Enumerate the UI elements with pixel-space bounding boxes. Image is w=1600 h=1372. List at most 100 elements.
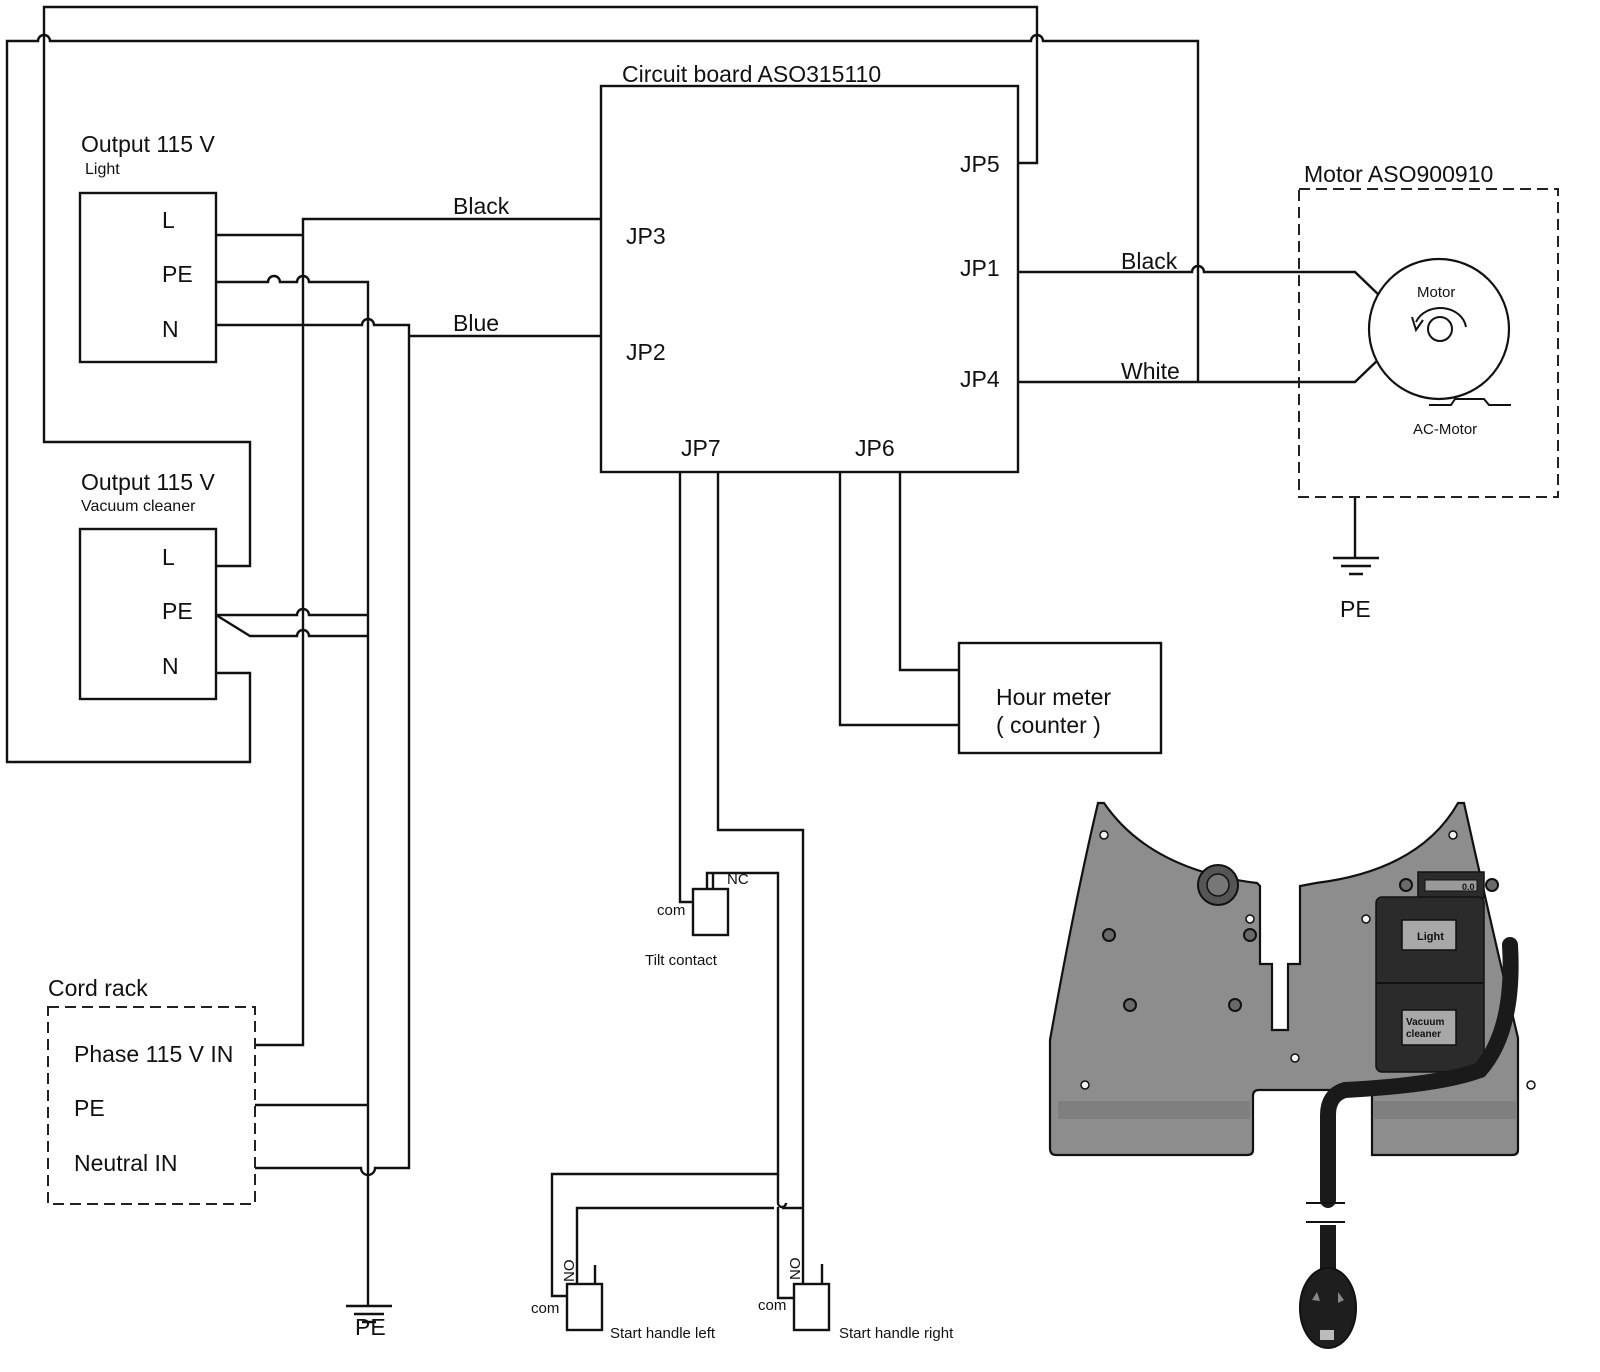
wire-label-jp3: Black xyxy=(453,193,510,219)
motor-enclosure xyxy=(1298,188,1559,498)
wire-handle-left-no xyxy=(575,1206,803,1287)
panel-light-label: Light xyxy=(1417,931,1444,943)
wire-label-jp1: Black xyxy=(1121,248,1178,274)
hour-meter-line2: ( counter ) xyxy=(996,712,1101,738)
panel-vacuum-label-1: Vacuum xyxy=(1406,1017,1444,1028)
panel-meter-readout: 0.0 xyxy=(1462,882,1475,892)
output-vacuum-terminal-L: L xyxy=(162,544,175,570)
screw-icon xyxy=(1102,928,1116,942)
screw-icon xyxy=(1123,998,1137,1012)
plug-ground-pin-icon xyxy=(1320,1330,1334,1340)
start-handle-left: com NO Start handle left xyxy=(531,1260,716,1343)
start-handle-right-no: NO xyxy=(787,1258,804,1281)
output-light-title: Output 115 V xyxy=(81,131,215,157)
start-handle-right-box xyxy=(792,1282,831,1332)
screw-icon xyxy=(1399,878,1413,892)
start-handle-left-com: com xyxy=(531,1300,559,1317)
connector-jp3: JP3 xyxy=(626,223,666,249)
tilt-contact-com: com xyxy=(657,902,685,919)
tilt-contact-box xyxy=(691,887,730,937)
circuit-board: Circuit board ASO315110 JP5 JP3 JP1 JP2 … xyxy=(599,61,1020,474)
mount-hole xyxy=(1099,830,1109,840)
tilt-contact: com NC Tilt contact xyxy=(645,871,749,969)
motor-circle-icon xyxy=(1367,257,1511,401)
cord-rack-enclosure xyxy=(47,1006,256,1205)
rotation-arrow-icon xyxy=(1415,306,1467,328)
tilt-contact-nc: NC xyxy=(727,871,749,888)
screw-icon xyxy=(1243,928,1257,942)
wire-jp7-com xyxy=(678,472,693,904)
mount-hole xyxy=(1245,914,1255,924)
start-handle-left-box xyxy=(565,1282,604,1332)
ground-symbol-left xyxy=(346,1304,392,1324)
wire-jp6-a xyxy=(898,472,959,672)
wire-jp7-b xyxy=(716,472,805,1284)
wire-jp3-black xyxy=(255,217,601,1047)
wire-vacuum-PE-2 xyxy=(215,613,368,638)
wire-vacuum-PE-1 xyxy=(216,607,368,617)
wires xyxy=(5,5,1382,1324)
mount-hole xyxy=(1080,1080,1090,1090)
output-light-box xyxy=(78,191,218,364)
cord-rack-terminal-pe: PE xyxy=(74,1095,105,1121)
wire-outer-loop xyxy=(5,33,1200,764)
output-vacuum-subtitle: Vacuum cleaner xyxy=(81,498,196,515)
output-light-subtitle: Light xyxy=(85,161,120,178)
cord-rack-title: Cord rack xyxy=(48,975,148,1001)
cord-rack-terminal-phase: Phase 115 V IN xyxy=(74,1041,233,1067)
mount-hole xyxy=(1448,830,1458,840)
start-handle-right: com NO Start handle right xyxy=(758,1258,954,1343)
cable-gland-inner xyxy=(1206,873,1230,897)
panel-meter-display xyxy=(1424,879,1478,892)
mount-hole xyxy=(1361,914,1371,924)
wire-light-PE xyxy=(216,274,370,1306)
cord-break-icon xyxy=(1306,1202,1345,1223)
output-light-terminal-L: L xyxy=(162,207,175,233)
plug-prongs-icon xyxy=(1312,1292,1344,1303)
wire-tilt-nc xyxy=(550,871,780,1298)
wire-label-jp2: Blue xyxy=(453,310,499,336)
wire-label-jp4: White xyxy=(1121,358,1180,384)
panel-vacuum-label-plate xyxy=(1401,1009,1457,1046)
panel-light-label-plate xyxy=(1401,919,1457,951)
mount-hole xyxy=(1526,1080,1536,1090)
output-vacuum-box xyxy=(78,527,218,701)
start-handle-right-label: Start handle right xyxy=(839,1325,954,1342)
motor-base-icon xyxy=(1429,398,1511,406)
motor-inner-label: Motor xyxy=(1417,284,1455,301)
panel-vacuum-label-2: cleaner xyxy=(1406,1029,1441,1040)
output-light-terminal-N: N xyxy=(162,316,179,342)
output-vacuum-terminal-PE: PE xyxy=(162,598,193,624)
wire-jp4-white xyxy=(1018,356,1382,384)
output-vacuum-title: Output 115 V xyxy=(81,469,215,495)
power-cord xyxy=(1320,937,1519,1208)
cord-rack-pe-label: PE xyxy=(355,1314,386,1340)
connector-jp5: JP5 xyxy=(960,151,1000,177)
circuit-board-title: Circuit board ASO315110 xyxy=(622,61,881,87)
tilt-contact-label: Tilt contact xyxy=(645,952,718,969)
screw-icon xyxy=(1485,878,1499,892)
wire-jp6-b xyxy=(838,472,959,727)
power-plug-icon xyxy=(1299,1267,1357,1349)
motor-type-label: AC-Motor xyxy=(1413,421,1477,438)
mount-hole xyxy=(1290,1053,1300,1063)
cord-rack-terminal-neutral: Neutral IN xyxy=(74,1150,178,1176)
cord-rack: Cord rack Phase 115 V IN PE Neutral IN P… xyxy=(47,975,386,1340)
hour-meter-box xyxy=(957,641,1163,755)
wire-light-N xyxy=(216,317,411,1177)
wire-motor-PE xyxy=(1333,497,1379,576)
connector-jp2: JP2 xyxy=(626,339,666,365)
control-panel-illustration: 0.0 Light Vacuum cleaner xyxy=(1048,801,1536,1349)
screw-icon xyxy=(1228,998,1242,1012)
wire-jp1-black xyxy=(1018,264,1382,298)
motor-shaft-icon xyxy=(1427,316,1453,342)
connector-jp4: JP4 xyxy=(960,366,1000,392)
wire-jp5-to-vacuum-L xyxy=(42,5,1039,568)
start-handle-left-no: NO xyxy=(561,1260,578,1283)
connector-jp6: JP6 xyxy=(855,435,895,461)
motor-pe-label: PE xyxy=(1340,596,1371,622)
output-vacuum: Output 115 V Vacuum cleaner L PE N xyxy=(78,469,218,701)
connector-jp7: JP7 xyxy=(681,435,721,461)
output-light-terminal-PE: PE xyxy=(162,261,193,287)
